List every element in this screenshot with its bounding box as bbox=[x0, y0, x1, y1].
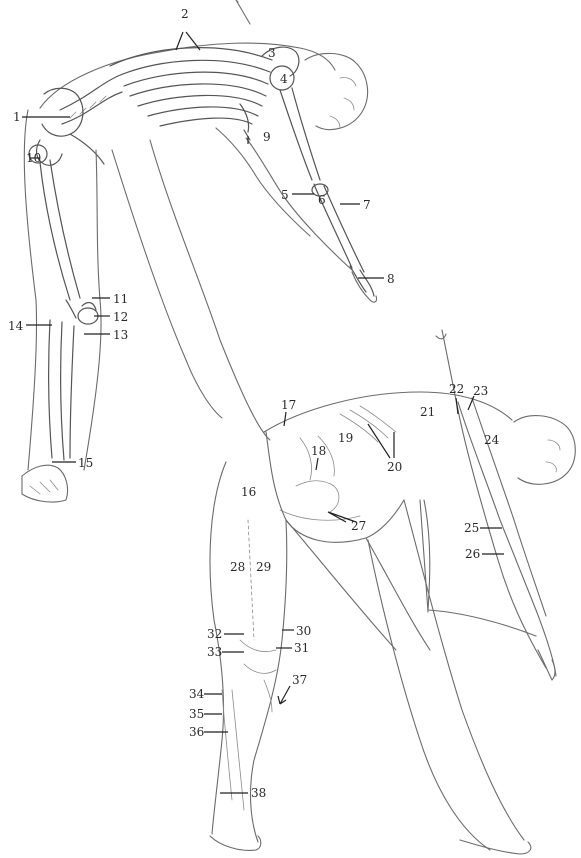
label-1: 1 bbox=[13, 111, 21, 123]
label-32: 32 bbox=[207, 628, 222, 640]
label-25: 25 bbox=[464, 522, 479, 534]
label-22: 22 bbox=[449, 383, 464, 395]
label-24: 24 bbox=[484, 434, 499, 446]
label-13: 13 bbox=[113, 329, 128, 341]
label-6: 6 bbox=[318, 194, 326, 206]
label-11: 11 bbox=[113, 293, 128, 305]
label-28: 28 bbox=[230, 561, 245, 573]
label-21: 21 bbox=[420, 406, 435, 418]
label-30: 30 bbox=[296, 625, 311, 637]
label-5: 5 bbox=[281, 189, 289, 201]
label-26: 26 bbox=[465, 548, 480, 560]
label-3: 3 bbox=[268, 47, 276, 59]
label-20: 20 bbox=[387, 461, 402, 473]
label-17: 17 bbox=[281, 399, 296, 411]
leader-17 bbox=[284, 412, 286, 426]
label-14: 14 bbox=[8, 320, 23, 332]
label-15: 15 bbox=[78, 457, 93, 469]
leader-20 bbox=[368, 424, 394, 458]
label-29: 29 bbox=[256, 561, 271, 573]
label-4: 4 bbox=[280, 73, 288, 85]
muscle-figure bbox=[210, 330, 575, 854]
label-9: 9 bbox=[263, 131, 271, 143]
label-27: 27 bbox=[351, 520, 366, 532]
label-35: 35 bbox=[189, 708, 204, 720]
label-37: 37 bbox=[292, 674, 307, 686]
label-34: 34 bbox=[189, 688, 204, 700]
label-8: 8 bbox=[387, 273, 395, 285]
label-19: 19 bbox=[338, 432, 353, 444]
label-7: 7 bbox=[363, 199, 371, 211]
label-23: 23 bbox=[473, 385, 488, 397]
skeleton-figure bbox=[22, 0, 377, 502]
label-18: 18 bbox=[311, 445, 326, 457]
label-33: 33 bbox=[207, 646, 222, 658]
label-36: 36 bbox=[189, 726, 204, 738]
label-12: 12 bbox=[113, 311, 128, 323]
label-2: 2 bbox=[181, 8, 189, 20]
label-31: 31 bbox=[294, 642, 309, 654]
label-38: 38 bbox=[251, 787, 266, 799]
label-10: 10 bbox=[26, 152, 41, 164]
leader-37 bbox=[278, 686, 290, 704]
label-16: 16 bbox=[241, 486, 256, 498]
leader-18 bbox=[316, 458, 318, 470]
